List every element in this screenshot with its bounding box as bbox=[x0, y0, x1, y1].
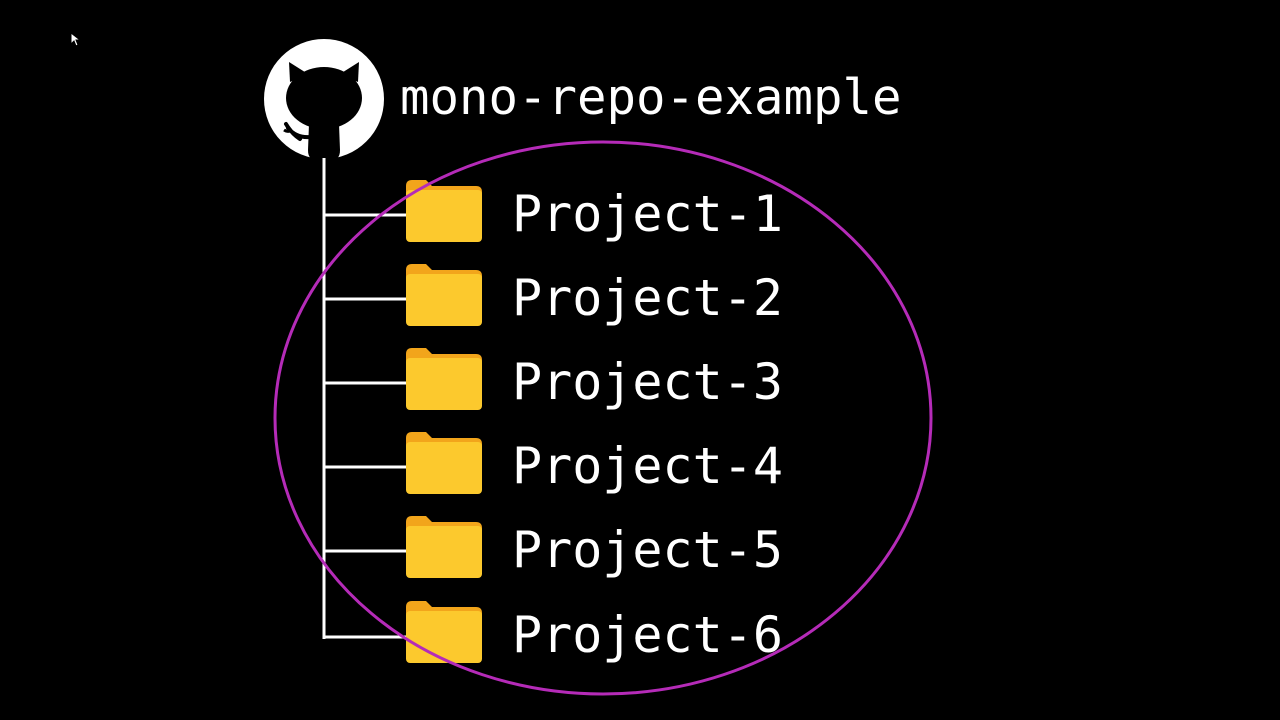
folder-icon bbox=[406, 432, 482, 494]
folder-icon bbox=[406, 348, 482, 410]
folder-icon bbox=[406, 516, 482, 578]
project-label: Project-4 bbox=[512, 437, 783, 495]
github-octocat-icon bbox=[264, 39, 384, 160]
tree-connector-lines bbox=[322, 158, 408, 639]
project-label: Project-1 bbox=[512, 185, 783, 243]
project-label: Project-2 bbox=[512, 269, 783, 327]
mouse-pointer-icon bbox=[70, 32, 82, 47]
highlight-ellipse bbox=[273, 140, 933, 696]
repo-title: mono-repo-example bbox=[400, 69, 902, 126]
project-label: Project-6 bbox=[512, 606, 783, 664]
folder-icon bbox=[406, 264, 482, 326]
project-label: Project-5 bbox=[512, 521, 783, 579]
folder-icon bbox=[406, 601, 482, 663]
project-label: Project-3 bbox=[512, 353, 783, 411]
folder-icon bbox=[406, 180, 482, 242]
